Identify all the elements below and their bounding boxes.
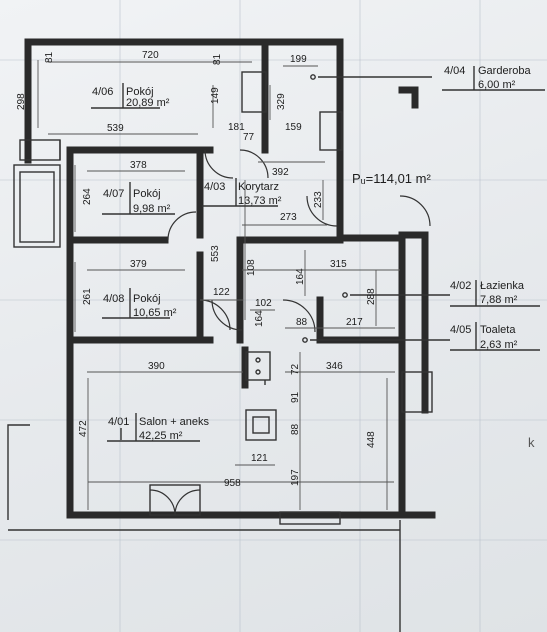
dim-label: 159 (285, 122, 302, 133)
room-4-02-code: 4/02 (450, 280, 471, 292)
dim-label: 390 (148, 361, 165, 372)
room-4-03-code: 4/03 (204, 181, 225, 193)
dim-label: 553 (210, 245, 221, 262)
room-4-06-code: 4/06 (92, 86, 113, 98)
dim-label: 81 (44, 51, 55, 63)
dim-label: 392 (272, 167, 289, 178)
dim-label: 102 (255, 298, 272, 309)
dim-label: 315 (330, 259, 347, 270)
dim-label: 88 (290, 423, 301, 435)
dim-label: 346 (326, 361, 343, 372)
room-4-04-code: 4/04 (444, 65, 465, 77)
dim-label: 329 (276, 93, 287, 110)
dim-label: 121 (251, 453, 268, 464)
dim-label: 298 (16, 93, 27, 110)
dim-label: 958 (224, 478, 241, 489)
dim-label: 264 (82, 188, 93, 205)
outline-details (7, 71, 433, 632)
room-4-03-name: Korytarz (238, 181, 279, 193)
room-4-02-area: 7,88 m² (480, 294, 518, 306)
room-4-02-name: Łazienka (480, 280, 525, 292)
room-4-01-name: Salon + aneks (139, 416, 210, 428)
room-4-03-area: 13,73 m² (238, 195, 282, 207)
dim-label: 273 (280, 212, 297, 223)
room-4-06-name: Pokój (126, 86, 154, 98)
room-4-05-name: Toaleta (480, 324, 516, 336)
room-4-04-name: Garderoba (478, 65, 531, 77)
dim-label: 81 (212, 53, 223, 65)
dim-label: 91 (290, 391, 301, 403)
dim-label: 233 (313, 191, 324, 208)
dim-label: 164 (254, 310, 265, 327)
dim-label: 197 (290, 469, 301, 486)
room-4-08-name: Pokój (133, 293, 161, 305)
room-4-04-area: 6,00 m² (478, 79, 516, 91)
room-4-07-area: 9,98 m² (133, 203, 171, 215)
dim-label: 448 (366, 431, 377, 448)
dim-label: 217 (346, 317, 363, 328)
walls (24, 38, 436, 519)
room-4-01-code: 4/01 (108, 416, 129, 428)
dim-label: 288 (366, 288, 377, 305)
dim-label: 72 (290, 363, 301, 375)
room-4-06-area: 20,89 m² (126, 97, 170, 109)
dimension-lines (37, 60, 400, 510)
dim-label: 199 (290, 54, 307, 65)
dim-label: 122 (213, 287, 230, 298)
dim-label: 539 (107, 123, 124, 134)
dim-label: 108 (246, 259, 257, 276)
dim-label: 379 (130, 259, 147, 270)
dim-label: 181 (228, 122, 245, 133)
dim-label: 164 (295, 268, 306, 285)
dim-label: 77 (243, 132, 255, 143)
fixtures (91, 66, 545, 442)
total-area-label: Pᵤ=114,01 m² (352, 171, 431, 186)
dim-label: 378 (130, 160, 147, 171)
margin-mark: k (528, 435, 535, 450)
dim-label: 149 (210, 87, 221, 104)
room-4-01-area: 42,25 m² (139, 430, 183, 442)
room-4-07-name: Pokój (133, 188, 161, 200)
door-swings (149, 149, 431, 516)
room-4-05-area: 2,63 m² (480, 339, 518, 351)
dim-label: 261 (82, 288, 93, 305)
dim-label: 472 (78, 420, 89, 437)
room-4-08-area: 10,65 m² (133, 307, 177, 319)
room-4-05-code: 4/05 (450, 324, 471, 336)
room-4-07-code: 4/07 (103, 188, 124, 200)
dim-label: 720 (142, 50, 159, 61)
dim-label: 88 (296, 317, 308, 328)
room-4-08-code: 4/08 (103, 293, 124, 305)
